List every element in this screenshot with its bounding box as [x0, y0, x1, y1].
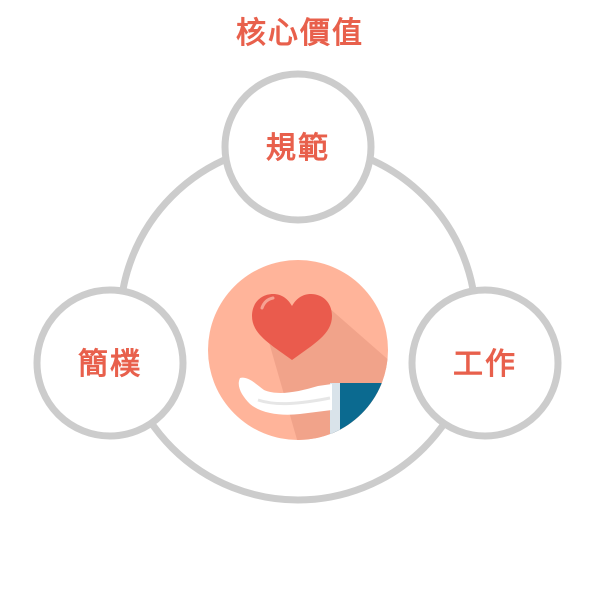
value-node-right-label: 工作	[453, 347, 517, 382]
value-node-right: 工作	[408, 286, 562, 440]
value-node-left: 簡樸	[33, 286, 187, 440]
heart-in-hand-icon	[208, 260, 388, 440]
value-node-top-label: 規範	[266, 131, 330, 166]
value-node-left-label: 簡樸	[78, 347, 142, 382]
value-node-top: 規範	[221, 70, 375, 224]
diagram-title: 核心價值	[236, 16, 364, 51]
